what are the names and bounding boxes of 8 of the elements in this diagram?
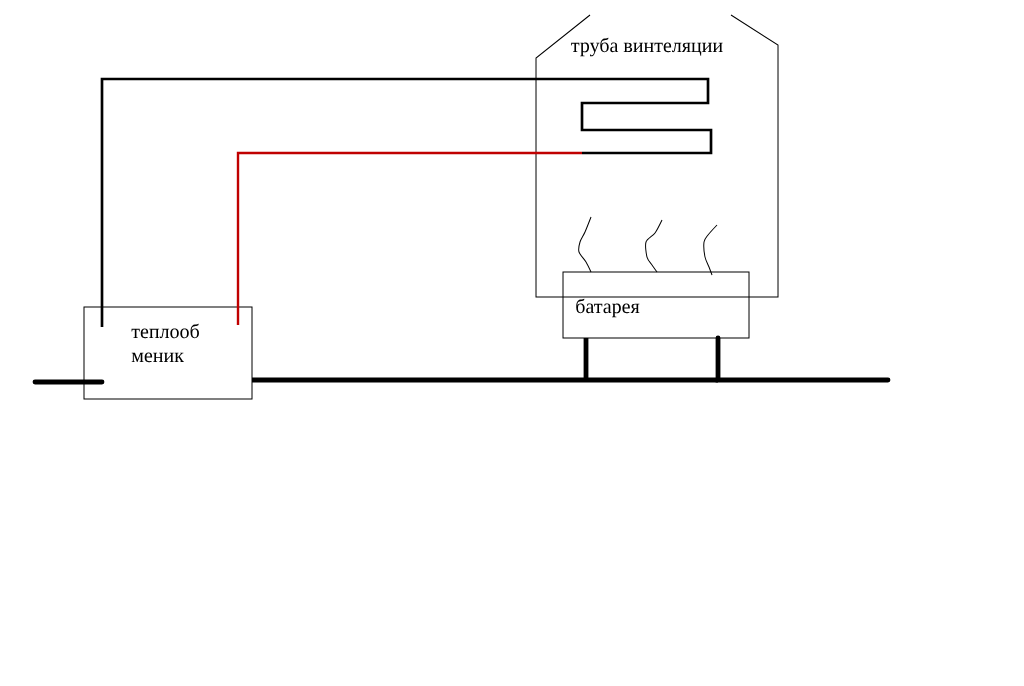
pipe-line <box>32 379 105 385</box>
heat-exchanger-box: теплооб меник <box>83 306 253 400</box>
pipe-line <box>236 151 582 325</box>
ventilation-pipe: труба винтеляции <box>535 14 779 298</box>
coil <box>580 77 713 155</box>
battery-box: батарея <box>562 271 750 339</box>
pipe-line <box>100 77 582 327</box>
pipe-line <box>715 335 891 383</box>
